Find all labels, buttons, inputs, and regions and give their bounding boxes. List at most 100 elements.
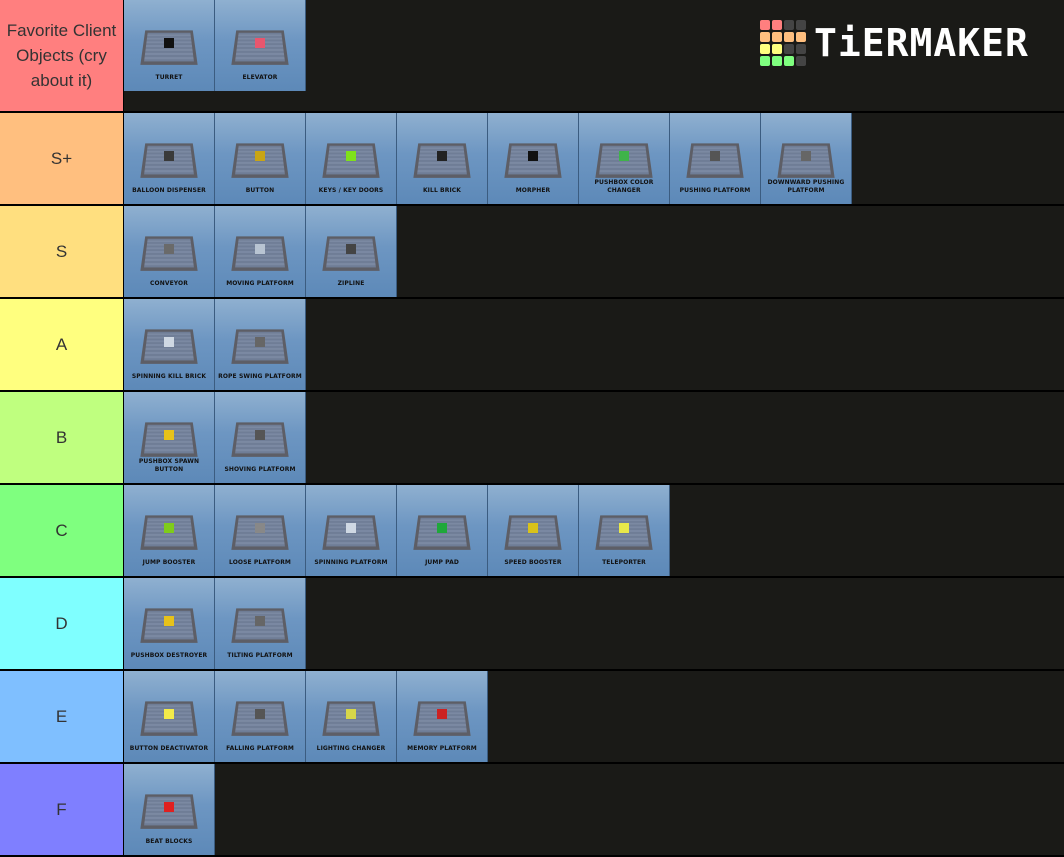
item-caption: PUSHBOX DESTROYER bbox=[130, 652, 208, 659]
object-icon bbox=[619, 151, 629, 161]
tiermaker-logo: TiERMAKER bbox=[760, 20, 1029, 66]
item-caption: DOWNWARD PUSHING PLATFORM bbox=[767, 179, 845, 194]
tier-item-card[interactable]: LOOSE PLATFORM bbox=[215, 485, 306, 576]
tier-item-card[interactable]: BALLOON DISPENSER bbox=[124, 113, 215, 204]
tier-item-card[interactable]: JUMP BOOSTER bbox=[124, 485, 215, 576]
item-caption: BEAT BLOCKS bbox=[145, 838, 193, 845]
object-icon bbox=[164, 709, 174, 719]
logo-square bbox=[772, 56, 782, 66]
object-icon bbox=[528, 523, 538, 533]
object-icon bbox=[619, 523, 629, 533]
object-icon bbox=[255, 244, 265, 254]
tier-row: F BEAT BLOCKS bbox=[0, 764, 1064, 857]
tier-item-card[interactable]: BUTTON DEACTIVATOR bbox=[124, 671, 215, 762]
item-caption: MEMORY PLATFORM bbox=[407, 745, 477, 752]
logo-square bbox=[772, 20, 782, 30]
item-caption: SPINNING PLATFORM bbox=[314, 559, 388, 566]
tier-item-card[interactable]: MOVING PLATFORM bbox=[215, 206, 306, 297]
item-caption: SHOVING PLATFORM bbox=[224, 466, 296, 473]
tier-item-card[interactable]: PUSHBOX COLOR CHANGER bbox=[579, 113, 670, 204]
tier-item-card[interactable]: DOWNWARD PUSHING PLATFORM bbox=[761, 113, 852, 204]
tier-item-card[interactable]: ROPE SWING PLATFORM bbox=[215, 299, 306, 390]
tier-items: PUSHBOX DESTROYER TILTING PLATFORM bbox=[124, 578, 306, 669]
tier-item-card[interactable]: TURRET bbox=[124, 0, 215, 91]
object-icon bbox=[164, 523, 174, 533]
tier-item-card[interactable]: PUSHBOX SPAWN BUTTON bbox=[124, 392, 215, 483]
tier-item-card[interactable]: LIGHTING CHANGER bbox=[306, 671, 397, 762]
item-caption: MORPHER bbox=[515, 187, 551, 194]
tier-row: C JUMP BOOSTER LOOSE PLATFORM SPINNING PLAT… bbox=[0, 485, 1064, 578]
tier-row: S+ BALLOON DISPENSER BUTTON KEYS / KEY DOOR… bbox=[0, 113, 1064, 206]
item-caption: PUSHBOX SPAWN BUTTON bbox=[138, 458, 200, 473]
object-icon bbox=[255, 709, 265, 719]
logo-text: TiERMAKER bbox=[814, 21, 1029, 65]
tier-item-card[interactable]: SHOVING PLATFORM bbox=[215, 392, 306, 483]
object-icon bbox=[164, 430, 174, 440]
tier-row: D PUSHBOX DESTROYER TILTING PLATFORM bbox=[0, 578, 1064, 671]
tier-item-card[interactable]: MORPHER bbox=[488, 113, 579, 204]
logo-square bbox=[784, 44, 794, 54]
tier-label[interactable]: S+ bbox=[0, 113, 124, 204]
logo-square bbox=[784, 56, 794, 66]
tier-row: B PUSHBOX SPAWN BUTTON SHOVING PLATFORM bbox=[0, 392, 1064, 485]
item-caption: JUMP BOOSTER bbox=[142, 559, 196, 566]
tier-label[interactable]: C bbox=[0, 485, 124, 576]
item-caption: TELEPORTER bbox=[602, 559, 646, 566]
object-icon bbox=[801, 151, 811, 161]
item-caption: CONVEYOR bbox=[150, 280, 188, 287]
tier-item-card[interactable]: ELEVATOR bbox=[215, 0, 306, 91]
tier-item-card[interactable]: BUTTON bbox=[215, 113, 306, 204]
object-icon bbox=[255, 523, 265, 533]
tier-label[interactable]: S bbox=[0, 206, 124, 297]
item-caption: SPEED BOOSTER bbox=[504, 559, 562, 566]
tier-items: BUTTON DEACTIVATOR FALLING PLATFORM LIGHTI… bbox=[124, 671, 488, 762]
tier-label[interactable]: A bbox=[0, 299, 124, 390]
tier-item-card[interactable]: CONVEYOR bbox=[124, 206, 215, 297]
tier-item-card[interactable]: SPINNING KILL BRICK bbox=[124, 299, 215, 390]
tier-label[interactable]: B bbox=[0, 392, 124, 483]
item-caption: JUMP PAD bbox=[425, 559, 459, 566]
logo-square bbox=[760, 56, 770, 66]
tier-items: BEAT BLOCKS bbox=[124, 764, 215, 855]
tier-item-card[interactable]: SPINNING PLATFORM bbox=[306, 485, 397, 576]
tier-label[interactable]: F bbox=[0, 764, 124, 855]
logo-square bbox=[796, 56, 806, 66]
logo-square bbox=[796, 32, 806, 42]
item-caption: KEYS / KEY DOORS bbox=[318, 187, 384, 194]
object-icon bbox=[164, 151, 174, 161]
tier-item-card[interactable]: TILTING PLATFORM bbox=[215, 578, 306, 669]
tier-label[interactable]: Favorite Client Objects (cry about it) bbox=[0, 0, 124, 111]
object-icon bbox=[164, 244, 174, 254]
item-caption: TILTING PLATFORM bbox=[227, 652, 293, 659]
tier-item-card[interactable]: ZIPLINE bbox=[306, 206, 397, 297]
logo-grid-icon bbox=[760, 20, 806, 66]
tier-label[interactable]: D bbox=[0, 578, 124, 669]
tier-item-card[interactable]: PUSHBOX DESTROYER bbox=[124, 578, 215, 669]
object-icon bbox=[255, 38, 265, 48]
item-caption: KILL BRICK bbox=[422, 187, 462, 194]
logo-square bbox=[784, 20, 794, 30]
logo-square bbox=[784, 32, 794, 42]
tier-item-card[interactable]: PUSHING PLATFORM bbox=[670, 113, 761, 204]
object-icon bbox=[164, 38, 174, 48]
tier-item-card[interactable]: JUMP PAD bbox=[397, 485, 488, 576]
object-icon bbox=[437, 151, 447, 161]
tier-item-card[interactable]: MEMORY PLATFORM bbox=[397, 671, 488, 762]
tier-item-card[interactable]: TELEPORTER bbox=[579, 485, 670, 576]
tier-item-card[interactable]: KILL BRICK bbox=[397, 113, 488, 204]
item-caption: BALLOON DISPENSER bbox=[132, 187, 206, 194]
tier-label[interactable]: E bbox=[0, 671, 124, 762]
tier-item-card[interactable]: SPEED BOOSTER bbox=[488, 485, 579, 576]
tier-item-card[interactable]: FALLING PLATFORM bbox=[215, 671, 306, 762]
item-caption: ELEVATOR bbox=[242, 74, 278, 81]
tier-items: BALLOON DISPENSER BUTTON KEYS / KEY DOORS K… bbox=[124, 113, 852, 204]
item-caption: FALLING PLATFORM bbox=[226, 745, 294, 752]
tier-item-card[interactable]: KEYS / KEY DOORS bbox=[306, 113, 397, 204]
item-caption: BUTTON bbox=[245, 187, 275, 194]
object-icon bbox=[437, 523, 447, 533]
tier-item-card[interactable]: BEAT BLOCKS bbox=[124, 764, 215, 855]
